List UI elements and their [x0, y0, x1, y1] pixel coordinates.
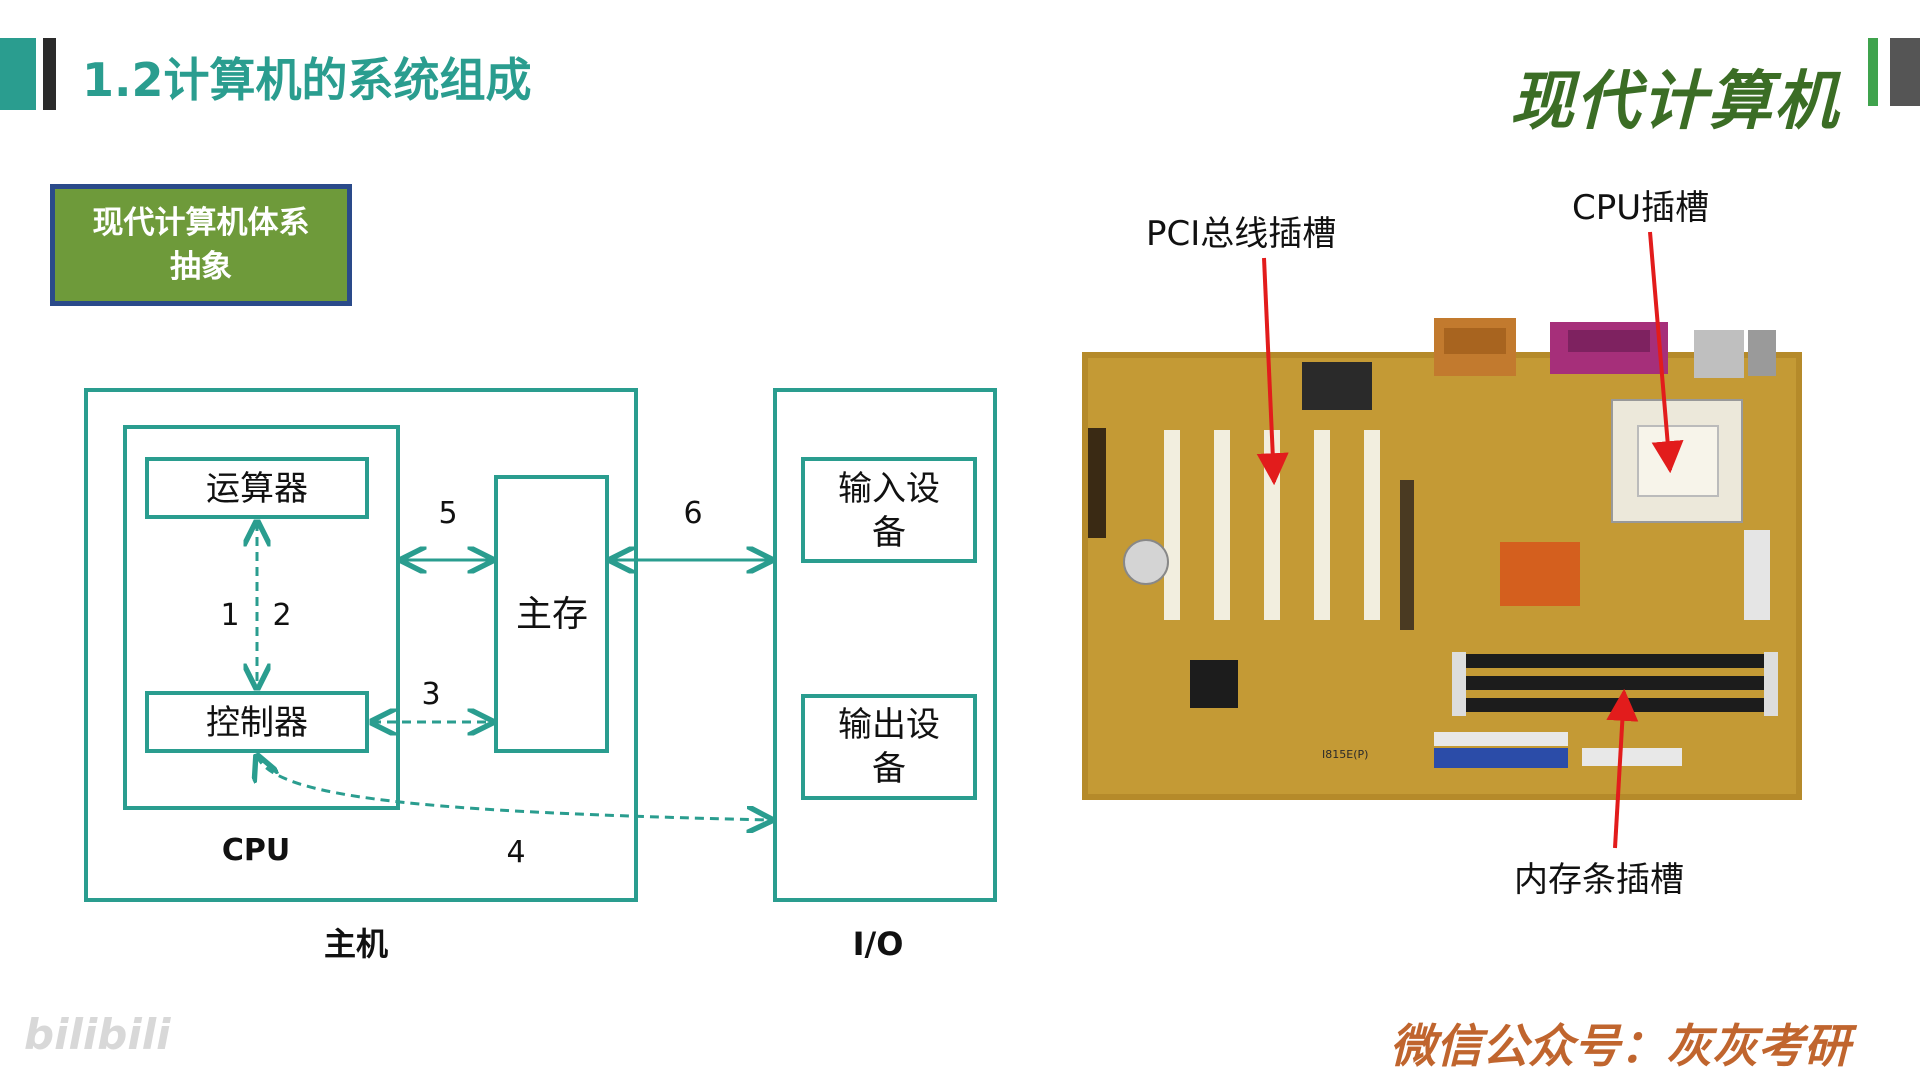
output-device-label: 输出设备	[838, 705, 940, 789]
connection-label-4: 4	[506, 835, 525, 870]
connection-label-6: 6	[683, 496, 702, 531]
slide-title: 1.2计算机的系统组成	[82, 53, 532, 107]
connection-label-1: 1	[220, 598, 239, 633]
connection-4	[257, 756, 771, 820]
motherboard-photo: I815E(P)	[1082, 300, 1812, 824]
callout-pci-label: PCI总线插槽	[1146, 214, 1337, 254]
callout-cpu-label: CPU插槽	[1572, 188, 1710, 228]
bilibili-watermark: bilibili	[24, 1010, 171, 1059]
output-device-box	[801, 694, 977, 800]
cpu-callout-arrow	[1648, 231, 1684, 474]
host-label: 主机	[324, 925, 388, 963]
input-device-line-2: 备	[872, 513, 906, 553]
input-device-box	[801, 457, 977, 563]
architecture-diagram: 运算器 控制器 主存 输入设备 输出设备 CPU 主机 I/O 1 2 3 4 …	[84, 388, 997, 963]
output-device-line-1: 输出设	[838, 705, 940, 745]
host-box	[84, 388, 638, 902]
brand-logo: 现代计算机	[1510, 64, 1840, 139]
memory-callout-arrow	[1606, 688, 1639, 849]
callout-memory-label: 内存条插槽	[1514, 860, 1684, 900]
alu-box	[145, 457, 369, 519]
io-label: I/O	[853, 925, 904, 963]
abstraction-label: 现代计算机体系抽象	[92, 205, 310, 285]
memory-label: 主存	[516, 594, 588, 635]
input-device-line-1: 输入设	[838, 469, 940, 509]
connection-label-2: 2	[272, 598, 291, 633]
chip-label: I815E(P)	[1322, 748, 1368, 761]
controller-label: 控制器	[206, 703, 308, 743]
connection-label-3: 3	[421, 677, 440, 712]
alu-label: 运算器	[206, 469, 308, 509]
abstraction-label-box: 现代计算机体系抽象	[50, 184, 352, 306]
connection-label-5: 5	[438, 496, 457, 531]
wechat-watermark: 微信公众号：灰灰考研	[1390, 1019, 1850, 1073]
pci-callout-arrow	[1256, 257, 1289, 486]
input-device-label: 输入设备	[838, 469, 940, 553]
output-device-line-2: 备	[872, 749, 906, 789]
io-box	[773, 388, 997, 902]
cpu-label: CPU	[222, 833, 290, 868]
